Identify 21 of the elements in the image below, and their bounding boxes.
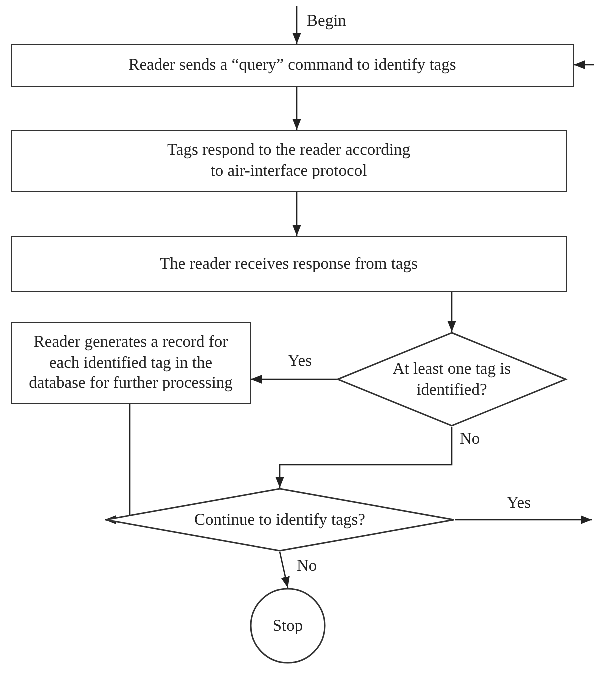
arrow [279,552,290,588]
node-text: Stop [272,616,304,636]
arrow [448,292,456,332]
node-text: Tags respond to the reader according to air-interface protocol [166,140,412,182]
process-box [11,236,567,292]
arrow [251,375,337,384]
arrow [292,6,302,44]
process-box [11,44,574,87]
process-box [11,130,567,192]
node-text: The reader receives response from tags [160,254,418,274]
node-text: Reader generates a record for each identified tag in the database for further processing [28,332,234,394]
edge-label: Begin [305,12,348,30]
process-box [11,322,251,404]
node-text: At least one tag is identified? [392,358,512,400]
arrow [292,87,302,130]
arrow [455,516,592,524]
arrow [574,60,594,70]
node-text: Reader sends a “query” command to identify tags [128,55,456,76]
node-text: Continue to identify tags? [194,510,366,530]
arrow [292,192,302,236]
arrow [276,427,453,488]
